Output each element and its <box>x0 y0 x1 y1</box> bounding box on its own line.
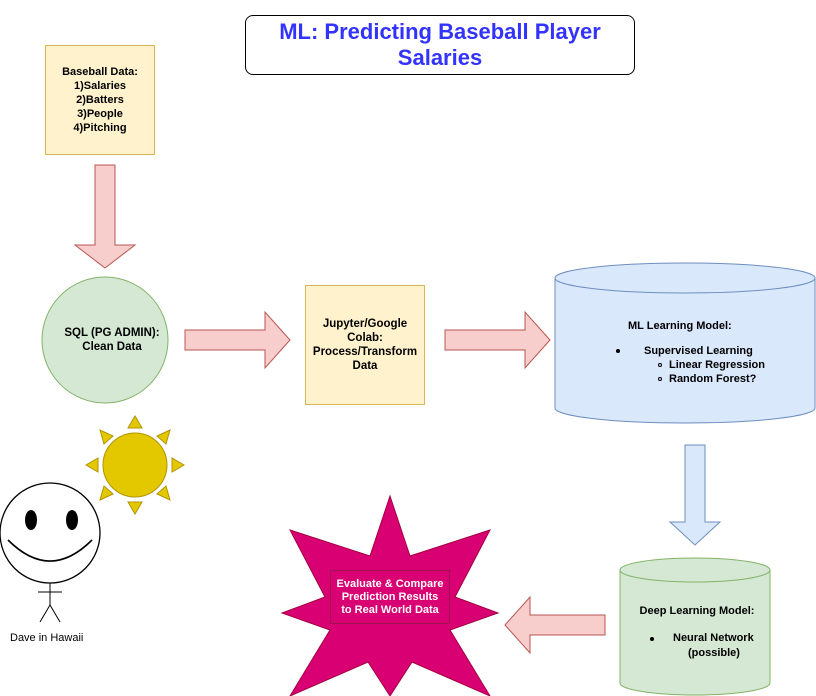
ml-model-item: Supervised Learning <box>614 344 765 358</box>
baseball-data-node: Baseball Data: 1)Salaries 2)Batters 3)Pe… <box>45 45 155 155</box>
ml-model-subitem-label: Linear Regression <box>669 359 765 371</box>
diagram-title: ML: Predicting Baseball Player Salaries <box>245 15 635 75</box>
arrow-down-ml-to-dl <box>668 444 722 546</box>
baseball-data-item: 3)People <box>77 108 123 120</box>
ml-model-subitem: Random Forest? <box>614 372 765 386</box>
evaluate-line: to Real World Data <box>341 603 439 616</box>
bullet-disc-icon <box>616 349 620 353</box>
sql-node-circle <box>41 276 169 404</box>
ml-model-item-label: Supervised Learning <box>644 345 753 357</box>
jupyter-node: Jupyter/Google Colab: Process/Transform … <box>305 285 425 405</box>
jupyter-line: Colab: <box>347 332 383 344</box>
evaluate-star-shape <box>280 494 500 696</box>
evaluate-node-label: Evaluate & Compare Prediction Results to… <box>330 570 450 624</box>
bullet-disc-icon <box>650 636 654 641</box>
bullet-circle-icon <box>658 363 662 367</box>
dl-model-cylinder <box>619 557 771 696</box>
baseball-data-item: 2)Batters <box>76 94 124 106</box>
arrow-right-sql-to-jupyter <box>184 310 291 370</box>
title-line-2: Salaries <box>397 45 483 70</box>
ml-model-cylinder <box>554 262 816 424</box>
baseball-data-heading: Baseball Data: <box>62 66 138 78</box>
bullet-circle-icon <box>658 377 662 381</box>
jupyter-line: Data <box>352 360 378 372</box>
arrow-right-jupyter-to-ml <box>444 310 551 370</box>
dl-model-list: Neural Network (possible) <box>648 631 754 661</box>
sql-label-line-2: Clean Data <box>82 341 142 353</box>
ml-model-subitem: Linear Regression <box>614 358 765 372</box>
jupyter-line: Process/Transform <box>312 346 418 358</box>
sql-node-label: SQL (PG ADMIN): Clean Data <box>42 320 182 360</box>
evaluate-line: Prediction Results <box>341 590 439 603</box>
jupyter-line: Jupyter/Google <box>322 318 408 330</box>
arrow-left-dl-to-evaluate <box>504 595 606 655</box>
sql-label-line-1: SQL (PG ADMIN): <box>64 327 160 339</box>
person-caption: Dave in Hawaii <box>10 632 84 644</box>
ml-model-cylinder-rim <box>554 277 816 294</box>
arrow-down-source-to-sql <box>73 164 137 269</box>
dl-model-heading: Deep Learning Model: <box>639 605 755 617</box>
ml-model-list: Supervised Learning Linear Regression Ra… <box>614 344 765 386</box>
dl-model-item-continuation: (possible) <box>688 647 740 659</box>
dl-model-item: Neural Network <box>648 631 754 646</box>
dl-model-cylinder-rim <box>619 569 771 583</box>
evaluate-line: Evaluate & Compare <box>336 577 444 590</box>
sun-icon <box>85 415 185 515</box>
smiley-person-icon <box>0 482 101 623</box>
title-line-1: ML: Predicting Baseball Player <box>279 19 601 44</box>
ml-model-heading: ML Learning Model: <box>628 320 732 332</box>
dl-model-item-label: Neural Network <box>673 632 754 644</box>
baseball-data-item: 1)Salaries <box>74 80 126 92</box>
baseball-data-item: 4)Pitching <box>73 122 127 134</box>
ml-model-subitem-label: Random Forest? <box>669 373 757 385</box>
